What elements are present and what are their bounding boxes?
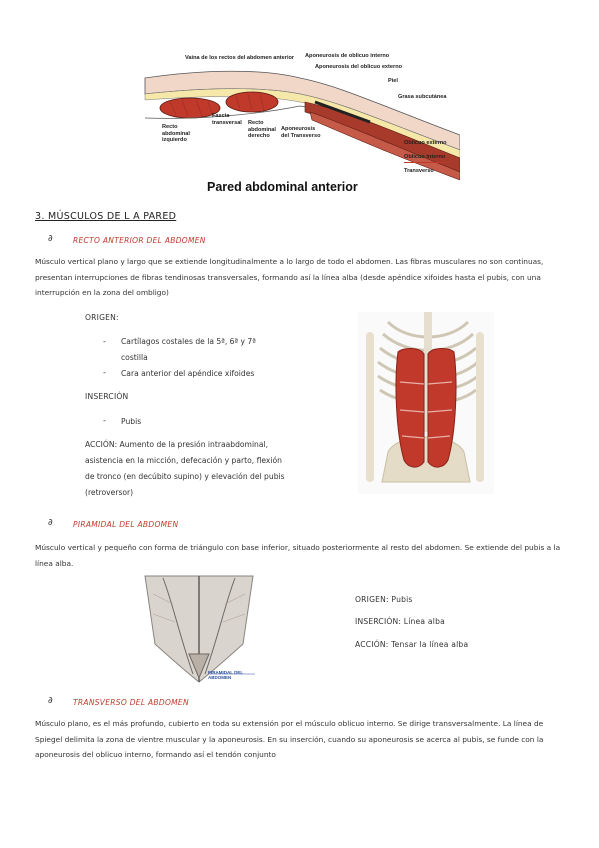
recto-desc-line: presentan interrupciones de fibras tendi…: [35, 272, 541, 282]
piramidal-insercion: INSERCIÓN: Línea alba: [355, 617, 445, 626]
label-recto-der: Recto abdominal derecho: [248, 120, 276, 139]
recto-accion-line: asistencia en la micción, defecación y p…: [85, 456, 282, 465]
pyramidalis-illustration: [144, 575, 255, 683]
piramidal-origen: ORIGEN: Pubis: [355, 595, 413, 604]
transverso-desc-line: Spiegel delimita la zona de vientre musc…: [35, 734, 544, 744]
bullet-icon: ∂: [48, 696, 53, 706]
figure-title: Pared abdominal anterior: [207, 180, 358, 194]
label-transverso: Transverso: [404, 168, 434, 174]
piramidal-desc-line: Músculo vertical y pequeño con forma de …: [35, 543, 561, 552]
recto-accion: ACCIÓN: Aumento de la presión intraabdom…: [85, 437, 345, 501]
transverso-heading: TRANSVERSO DEL ABDOMEN: [73, 698, 189, 707]
piramidal-heading: PIRAMIDAL DEL ABDOMEN: [73, 520, 179, 529]
abdominal-wall-figure: Vaina de los rectos del abdomen anterior…: [140, 50, 461, 200]
bullet-icon: ∂: [48, 234, 53, 244]
label-fascia: Fascia transversal: [212, 113, 242, 126]
label-apo-trans: Aponeurosis del Transverso: [281, 126, 321, 139]
label-recto-izq: Recto abdominal izquierdo: [162, 124, 190, 143]
piramidal-description: Músculo vertical y pequeño con forma de …: [35, 540, 565, 571]
piramidal-accion: ACCIÓN: Tensar la línea alba: [355, 640, 469, 649]
label-vaina: Vaina de los rectos del abdomen anterior: [185, 55, 295, 61]
pyramidalis-figure: [143, 574, 255, 684]
recto-heading: RECTO ANTERIOR DEL ABDOMEN: [73, 236, 206, 245]
abdominal-wall-illustration: [144, 70, 461, 181]
recto-origen-item: costilla: [121, 353, 148, 362]
skeleton-illustration: [358, 312, 494, 494]
recto-accion-line: de tronco (en decúbito supino) y elevaci…: [85, 472, 285, 481]
label-grasa: Grasa subcutánea: [398, 94, 447, 100]
recto-accion-line: (retroversor): [85, 488, 134, 497]
pyramidalis-figure-label: PIRAMIDAL DEL ABDOMEN: [208, 670, 244, 681]
recto-origen-item: Cara anterior del apéndice xifoides: [121, 369, 255, 378]
transverso-desc-line: Músculo plano, es el más profundo, cubie…: [35, 719, 544, 728]
recto-description: Músculo vertical plano y largo que se ex…: [35, 254, 565, 301]
recto-origen-label: ORIGEN:: [85, 313, 119, 322]
dash-marker: -: [103, 368, 106, 377]
dash-marker: -: [103, 337, 106, 346]
rectus-abdominis-figure: [358, 312, 494, 494]
section-title: 3. MÚSCULOS DE L A PARED: [35, 211, 177, 222]
transverso-desc-line: aponeurosis del oblicuo interno, formand…: [35, 750, 276, 759]
label-apo-int: Aponeurosis de oblicuo interno: [305, 53, 390, 59]
recto-desc-line: Músculo vertical plano y largo que se ex…: [35, 257, 544, 266]
label-obl-int: Oblicuo interno: [404, 154, 446, 163]
recto-insercion-label: INSERCIÓN: [85, 392, 129, 401]
recto-desc-line: interrupción en la zona del ombligo): [35, 288, 169, 297]
label-obl-ext: Oblicuo externo: [404, 140, 447, 146]
recto-accion-line: ACCIÓN: Aumento de la presión intraabdom…: [85, 440, 269, 449]
transverso-description: Músculo plano, es el más profundo, cubie…: [35, 716, 565, 763]
recto-insercion-item: Pubis: [121, 417, 142, 426]
bullet-icon: ∂: [48, 518, 53, 528]
piramidal-desc-line: línea alba.: [35, 558, 74, 568]
label-apo-ext: Aponeurosis del oblicuo externo: [315, 64, 403, 70]
recto-origen-item: Cartílagos costales de la 5ª, 6ª y 7ª: [121, 337, 256, 346]
dash-marker: -: [103, 416, 106, 425]
label-piel: Piel: [388, 78, 398, 84]
